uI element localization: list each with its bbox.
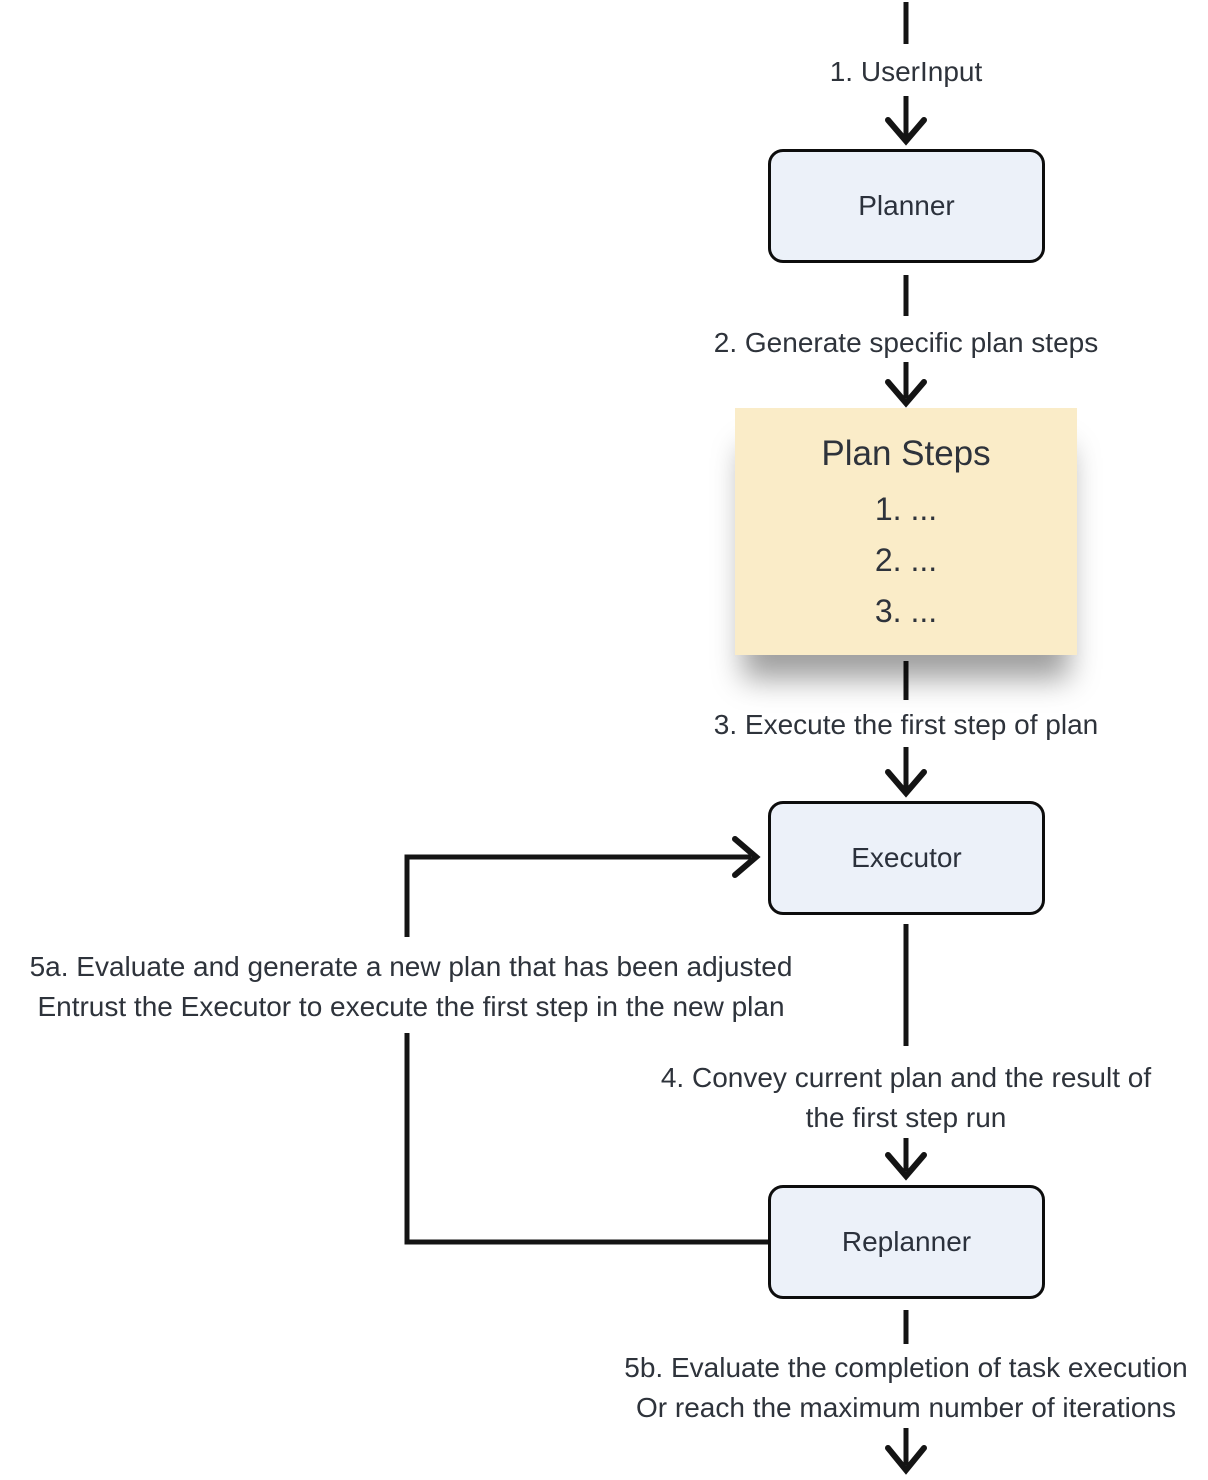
- edge-label-execute-first-step: 3. Execute the first step of plan: [714, 705, 1098, 745]
- executor-node: Executor: [768, 801, 1045, 915]
- replanner-node-label: Replanner: [841, 1226, 972, 1257]
- planner-node-label: Planner: [858, 190, 955, 221]
- arrow-executor-head: [885, 769, 927, 798]
- edge-label-evaluate-completion-line2: Or reach the maximum number of iteration…: [636, 1392, 1176, 1423]
- edge-label-userinput: 1. UserInput: [830, 52, 983, 92]
- loop-top-path: [404, 854, 751, 937]
- edge-label-generate-plan: 2. Generate specific plan steps: [714, 323, 1098, 363]
- edge-label-convey-result: 4. Convey current plan and the result of…: [661, 1058, 1151, 1138]
- loop-arrow-head: [732, 836, 761, 878]
- plan-steps-note: Plan Steps 1. ... 2. ... 3. ...: [735, 408, 1077, 655]
- plan-step-item: 1. ...: [874, 491, 938, 527]
- edge-label-convey-result-line2: the first step run: [805, 1102, 1007, 1133]
- edge-label-convey-result-line1: 4. Convey current plan and the result of: [660, 1062, 1152, 1093]
- plan-steps-items: 1. ... 2. ... 3. ...: [735, 484, 1077, 637]
- edge-label-userinput-text: 1. UserInput: [829, 56, 983, 87]
- arrow-final-head: [885, 1445, 927, 1475]
- planner-node: Planner: [768, 149, 1045, 263]
- edge-label-replan-loop-line1: 5a. Evaluate and generate a new plan tha…: [29, 951, 793, 982]
- edge-label-replan-loop: 5a. Evaluate and generate a new plan tha…: [30, 947, 793, 1027]
- arrow-replanner-head: [885, 1152, 927, 1181]
- edge-label-generate-plan-text: 2. Generate specific plan steps: [713, 327, 1099, 358]
- arrow-userinput-head: [885, 117, 927, 146]
- plan-step-item: 2. ...: [874, 542, 938, 578]
- edge-label-replan-loop-line2: Entrust the Executor to execute the firs…: [37, 991, 785, 1022]
- executor-node-label: Executor: [851, 842, 962, 873]
- edge-label-evaluate-completion: 5b. Evaluate the completion of task exec…: [624, 1348, 1187, 1428]
- arrow-plansteps-head: [885, 379, 927, 408]
- replanner-node: Replanner: [768, 1185, 1045, 1299]
- plan-step-item: 3. ...: [874, 593, 938, 629]
- loop-bottom-path: [404, 1033, 768, 1245]
- plan-steps-title: Plan Steps: [821, 434, 991, 473]
- edge-label-execute-first-step-text: 3. Execute the first step of plan: [713, 709, 1099, 740]
- edge-label-evaluate-completion-line1: 5b. Evaluate the completion of task exec…: [624, 1352, 1188, 1383]
